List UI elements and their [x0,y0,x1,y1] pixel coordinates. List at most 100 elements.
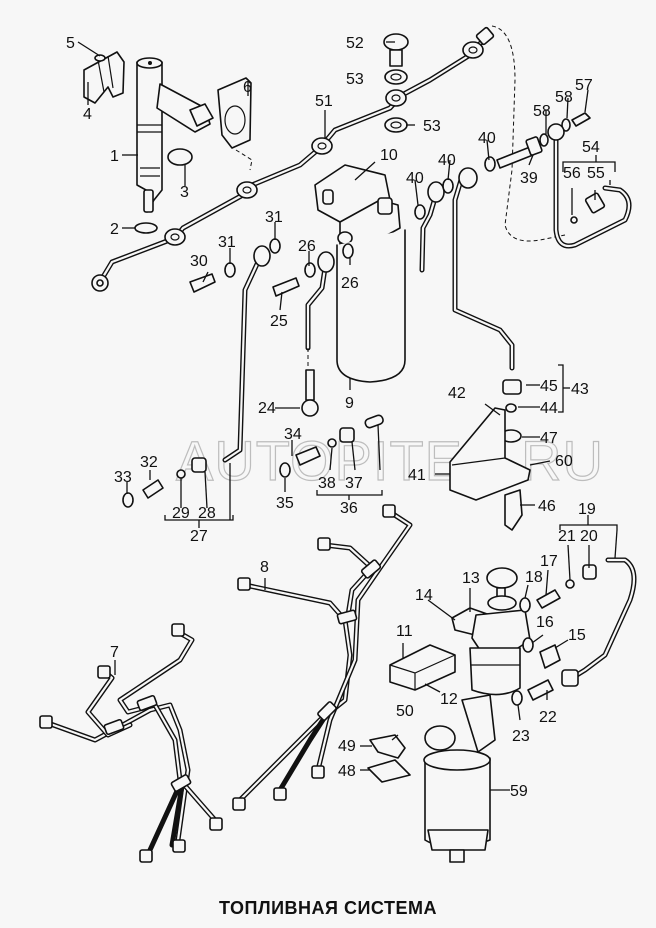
label-31: 31 [265,209,283,226]
banjo-bolt[interactable] [383,33,409,67]
washer[interactable] [342,243,354,259]
adapter[interactable] [527,679,554,701]
page-title: ТОПЛИВНАЯ СИСТЕМА [219,898,437,918]
washer[interactable] [224,262,236,278]
label-25: 25 [270,313,288,330]
washer[interactable] [511,690,523,706]
label-57: 57 [575,77,593,94]
fuel-pipe[interactable] [222,245,271,463]
label-22: 22 [539,709,557,726]
leak-off-pipe[interactable] [91,26,495,292]
label-37: 37 [345,475,363,492]
clamp-plate[interactable] [367,759,411,783]
olive[interactable] [505,403,517,413]
banjo-bolt[interactable] [496,146,534,169]
fuel-pipe[interactable] [305,251,335,351]
label-58: 58 [533,103,551,120]
high-pressure-pipe-set[interactable] [232,504,413,811]
label-58: 58 [555,89,573,106]
label-36: 36 [340,500,358,517]
pipe-clamp[interactable] [369,734,406,759]
label-26: 26 [298,238,316,255]
nut[interactable] [584,192,606,214]
olive[interactable] [565,579,575,589]
nut[interactable] [191,457,207,473]
fuel-pipe[interactable] [452,167,515,371]
banjo-bolt[interactable] [272,277,300,297]
label-27: 27 [190,528,208,545]
fuel-filter[interactable] [314,164,406,383]
leader-lines [77,41,618,791]
washer[interactable] [522,637,534,653]
label-26: 26 [341,275,359,292]
label-6: 6 [243,79,252,96]
label-40: 40 [478,130,496,147]
nut[interactable] [339,427,355,443]
adapter[interactable] [142,479,164,499]
high-pressure-pipe-set[interactable] [39,623,223,863]
label-44: 44 [540,400,558,417]
label-28: 28 [198,505,216,522]
label-14: 14 [415,587,433,604]
watermark: AUTOPITER.RU [176,429,604,492]
injector-seal-plate[interactable] [217,77,252,149]
label-8: 8 [260,559,269,576]
pipe-assembly[interactable] [547,123,632,249]
label-31: 31 [218,234,236,251]
o-ring[interactable] [167,148,193,166]
injector[interactable] [83,51,214,213]
washer[interactable] [384,117,408,133]
label-30: 30 [190,253,208,270]
nut[interactable] [502,379,522,395]
adapter[interactable] [536,589,561,609]
olive[interactable] [176,469,186,479]
washer[interactable] [122,492,134,508]
label-5: 5 [66,35,75,52]
label-53: 53 [346,71,364,88]
label-21: 21 [558,528,576,545]
fuel-filter-cartridge[interactable] [336,229,406,383]
banjo-bolt[interactable] [189,273,216,293]
washer[interactable] [561,118,571,132]
label-23: 23 [512,728,530,745]
label-46: 46 [538,498,556,515]
washer[interactable] [484,156,496,172]
washer[interactable] [414,204,426,220]
bolt[interactable] [571,112,591,127]
label-54: 54 [582,139,600,156]
label-43: 43 [571,381,589,398]
washer[interactable] [384,69,408,85]
washer[interactable] [269,238,281,254]
label-50: 50 [396,703,414,720]
label-49: 49 [338,738,356,755]
banjo-fitting[interactable] [301,369,319,417]
fuel-pump[interactable] [469,567,531,696]
washer[interactable] [519,597,531,613]
label-2: 2 [110,221,119,238]
label-40: 40 [406,170,424,187]
fuel-pipe-assembly[interactable] [561,557,637,687]
fuel-pipe[interactable] [419,181,445,273]
label-33: 33 [114,469,132,486]
label-24: 24 [258,400,276,417]
fuel-filter-water-separator[interactable] [423,694,496,863]
bracket[interactable] [449,407,531,501]
adapter[interactable] [295,446,321,466]
hose-sleeve[interactable] [364,414,384,429]
label-47: 47 [540,430,558,447]
olive[interactable] [570,216,578,224]
washer[interactable] [539,133,549,147]
olive[interactable] [327,438,337,448]
seal-ring[interactable] [134,222,158,234]
elbow-fitting[interactable] [504,489,523,531]
washer[interactable] [304,262,316,278]
washer[interactable] [442,178,454,194]
spacer-block[interactable] [389,644,456,691]
label-51: 51 [315,93,333,110]
label-53: 53 [423,118,441,135]
washer[interactable] [279,462,291,478]
banjo-bolt[interactable] [539,644,561,669]
label-15: 15 [568,627,586,644]
label-48: 48 [338,763,356,780]
label-9: 9 [345,395,354,412]
